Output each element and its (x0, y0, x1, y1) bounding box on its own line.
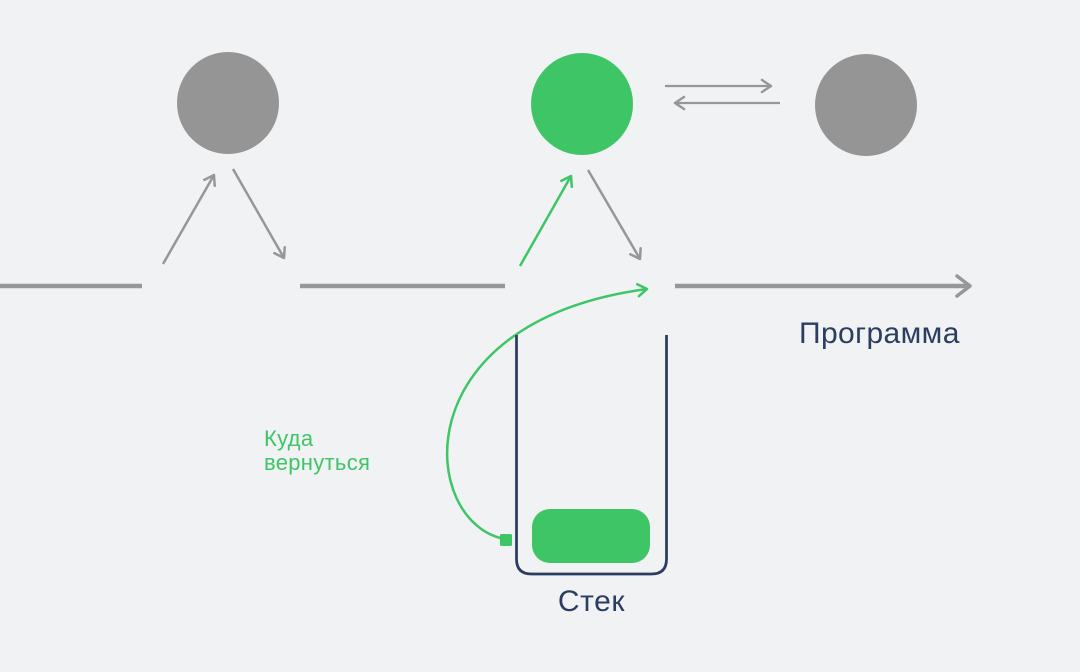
function-node-active (531, 53, 633, 155)
return-point-marker (500, 534, 512, 546)
return-arrow-left-down (231, 168, 286, 260)
return-arrow-active-down (586, 169, 642, 261)
function-node-left (177, 52, 279, 154)
stack-container (515, 335, 668, 576)
program-label: Программа (799, 317, 960, 350)
call-arrow-left-up (161, 173, 216, 265)
function-node-right (815, 54, 917, 156)
call-arrow-active-up (518, 174, 574, 267)
stack-label: Стек (557, 585, 626, 618)
return-curve-arrow (445, 283, 649, 541)
stack-frame (532, 509, 650, 563)
return-note: Куда вернуться (264, 426, 371, 475)
